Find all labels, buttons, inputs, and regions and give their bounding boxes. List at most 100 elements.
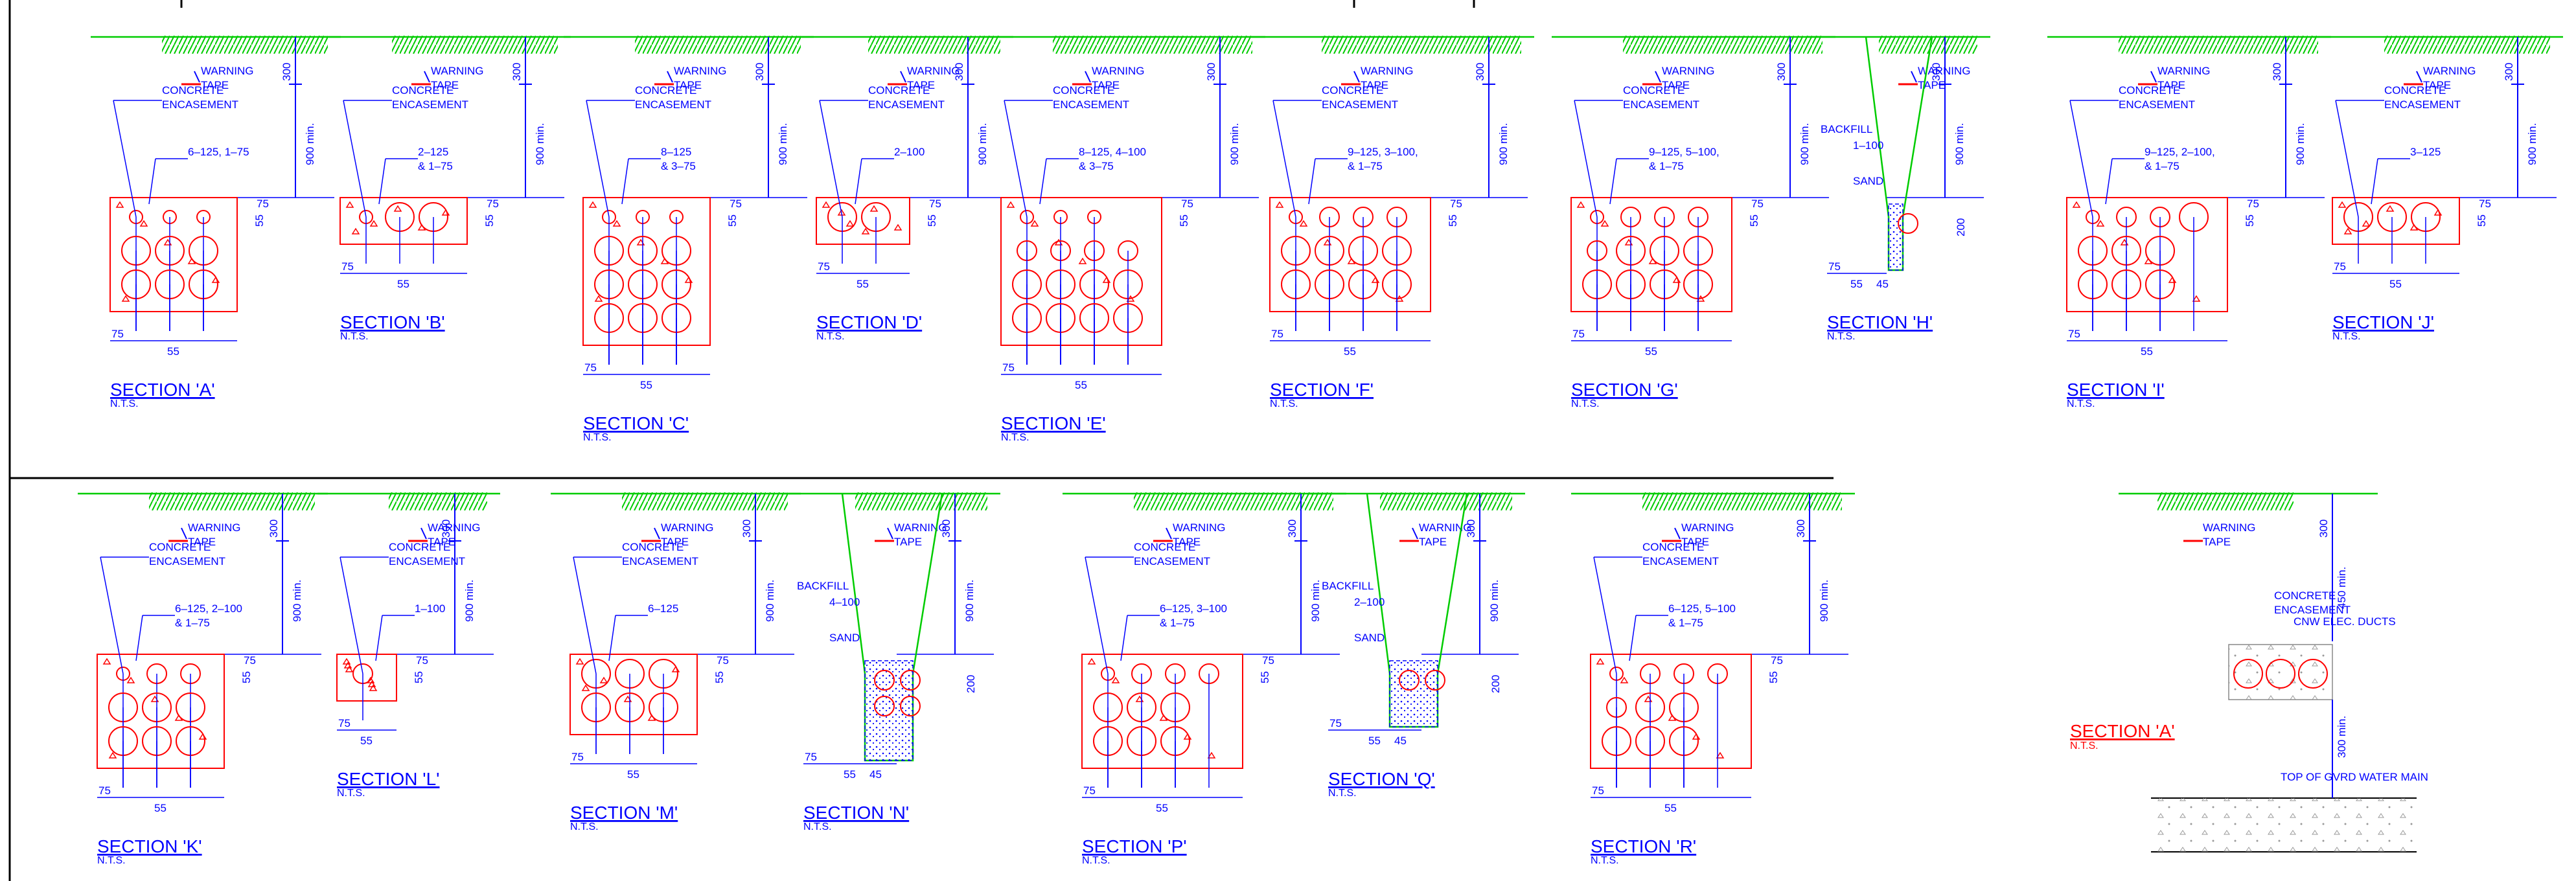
dim-300: 300 <box>2503 63 2515 81</box>
dim-900-min: 900 min. <box>1497 123 1510 165</box>
aggregate-mark <box>343 661 352 669</box>
dim-55: 55 <box>857 278 869 290</box>
concrete-encasement <box>816 197 910 245</box>
sand-label: SAND <box>1853 175 1883 187</box>
dim-55: 55 <box>154 802 167 814</box>
section-title: SECTION 'L' <box>337 769 440 789</box>
ground-hatch <box>162 36 328 54</box>
aggregate-mark <box>342 658 351 665</box>
dim-55: 55 <box>726 214 739 227</box>
duct-spec-label: 2–100 <box>894 146 925 158</box>
ground-hatch <box>2119 36 2318 54</box>
dim-900-min: 900 min. <box>291 580 303 622</box>
nts-label: N.T.S. <box>1571 398 1600 409</box>
ground-hatch <box>149 492 315 510</box>
nts-label: N.T.S. <box>1591 855 1619 866</box>
dim-75: 75 <box>1329 717 1342 729</box>
dim-45: 45 <box>869 768 882 781</box>
dim-450-min: 450 min. <box>2336 567 2348 609</box>
duct-spec-label: 3–125 <box>2410 146 2441 158</box>
nts-label: N.T.S. <box>97 855 126 866</box>
dim-55: 55 <box>1664 802 1677 814</box>
ground-hatch <box>635 36 801 54</box>
dim-55: 55 <box>413 671 425 683</box>
concrete-encasement <box>1269 197 1431 312</box>
sand-bedding <box>1389 660 1438 727</box>
section-title: SECTION 'B' <box>340 312 445 332</box>
concrete-encasement <box>1570 197 1732 312</box>
ground-hatch <box>1623 36 1823 54</box>
dim-55: 55 <box>253 214 266 227</box>
concrete-encasement <box>339 197 468 245</box>
dim-55: 55 <box>167 345 179 358</box>
nts-label: N.T.S. <box>570 821 599 832</box>
duct-spec-label: 1–100 <box>1853 139 1883 152</box>
section-title: SECTION 'C' <box>583 413 689 433</box>
dim-300-min: 300 min. <box>2336 716 2348 758</box>
duct-spec-label: 9–125, 3–100,& 1–75 <box>1348 146 1418 172</box>
dim-200: 200 <box>1489 675 1502 693</box>
aggregate-mark <box>2362 220 2371 227</box>
ground-hatch <box>392 36 558 54</box>
ground-hatch <box>1322 36 1521 54</box>
dim-75: 75 <box>1592 784 1604 797</box>
ground-hatch <box>855 492 987 510</box>
dim-75: 75 <box>1572 328 1585 340</box>
aggregate-mark <box>351 227 360 235</box>
dim-55: 55 <box>2389 278 2402 290</box>
dim-300: 300 <box>940 520 952 538</box>
nts-label: N.T.S. <box>1328 788 1357 799</box>
section-title: SECTION 'A' <box>110 380 215 400</box>
aggregate-mark <box>893 223 903 231</box>
dim-300: 300 <box>1474 63 1486 81</box>
duct-spec-label: 9–125, 2–100,& 1–75 <box>2145 146 2215 172</box>
aggregate-mark <box>2192 295 2201 302</box>
dim-900-min: 900 min. <box>1818 580 1830 622</box>
concrete-encasement <box>1000 197 1162 346</box>
dim-55: 55 <box>1156 802 1168 814</box>
aggregate-mark <box>126 676 135 683</box>
duct <box>1399 670 1420 691</box>
section-title: SECTION 'R' <box>1591 836 1696 856</box>
nts-label: N.T.S. <box>110 398 139 409</box>
sand-bedding <box>1888 203 1903 271</box>
ground-hatch <box>1134 492 1333 510</box>
dim-900-min: 900 min. <box>764 580 776 622</box>
aggregate-mark <box>1087 658 1096 665</box>
aggregate-mark <box>393 205 402 212</box>
duct-spec-label: 6–125, 3–100& 1–75 <box>1160 602 1227 629</box>
dim-75: 75 <box>111 328 124 340</box>
nts-label: N.T.S. <box>2067 398 2095 409</box>
aggregate-mark <box>345 665 354 672</box>
concrete-encasement <box>2066 197 2228 312</box>
duct-spec-label: 6–125 <box>648 602 678 615</box>
dim-300: 300 <box>281 63 293 81</box>
dim-55: 55 <box>627 768 639 781</box>
aggregate-mark <box>367 680 376 687</box>
ducts-label: CNW ELEC. DUCTS <box>2294 615 2396 628</box>
section-title: SECTION 'I' <box>2067 380 2165 400</box>
dim-55: 55 <box>2476 214 2488 227</box>
duct-spec-label: 8–125& 3–75 <box>661 146 696 172</box>
dim-55: 55 <box>1850 278 1863 290</box>
nts-label: N.T.S. <box>340 331 369 342</box>
dim-55: 55 <box>1748 214 1760 227</box>
dim-75: 75 <box>244 654 256 667</box>
